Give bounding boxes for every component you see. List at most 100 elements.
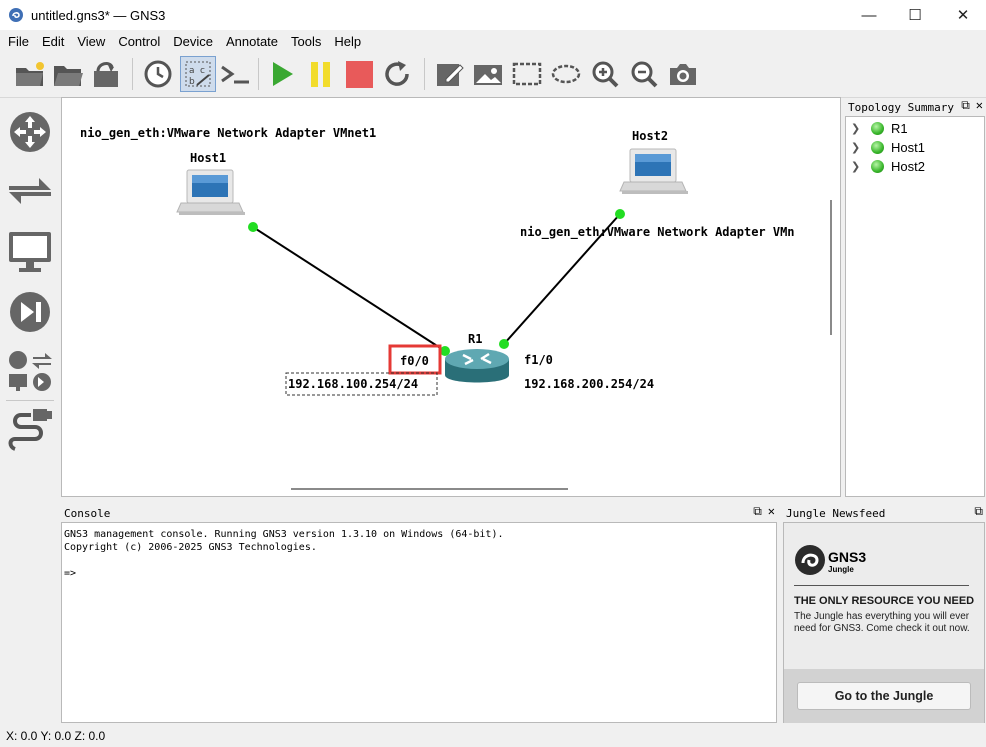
toolbar-separator (424, 58, 425, 90)
menu-annotate[interactable]: Annotate (225, 33, 279, 49)
svg-text:b: b (189, 77, 195, 87)
host2-icon[interactable] (619, 148, 688, 194)
toolbar-separator (258, 58, 259, 90)
newsfeed-heading: THE ONLY RESOURCE YOU NEED (794, 595, 975, 607)
float-dock-icon[interactable]: ⧉ (753, 504, 762, 518)
float-dock-icon[interactable]: ⧉ (961, 98, 970, 112)
security-devices-icon[interactable] (6, 286, 54, 338)
menu-bar: File Edit View Control Device Annotate T… (0, 30, 986, 52)
link-host1-r1[interactable] (252, 226, 446, 352)
clock-icon[interactable] (140, 56, 176, 92)
menu-file[interactable]: File (8, 33, 29, 49)
topology-summary-panel: ❯ R1 ❯Host1 ❯Host2 (845, 116, 985, 497)
menu-control[interactable]: Control (118, 33, 161, 49)
toolbar-separator (132, 58, 133, 90)
stop-all-icon[interactable] (341, 56, 377, 92)
zoom-out-icon[interactable] (626, 56, 662, 92)
console-title: Console (64, 506, 111, 520)
start-all-icon[interactable] (264, 56, 300, 92)
host1-nio-label[interactable]: nio_gen_eth:VMware Network Adapter VMnet… (80, 126, 377, 140)
console-titlebar: Console ⧉ ✕ (61, 504, 777, 522)
link-endpoint-dot (615, 209, 625, 219)
jungle-logo-text: GNS3 (828, 549, 867, 565)
link-endpoint-dot (440, 346, 450, 356)
status-running-icon (871, 141, 884, 154)
console-line (64, 555, 774, 568)
draw-rectangle-icon[interactable] (509, 56, 545, 92)
chevron-right-icon[interactable]: ❯ (851, 142, 861, 154)
maximize-button[interactable]: ☐ (908, 7, 922, 24)
router-r1-icon[interactable] (445, 349, 509, 383)
go-to-jungle-button[interactable]: Go to the Jungle (797, 682, 971, 710)
minimize-button[interactable]: — (861, 6, 877, 24)
menu-device[interactable]: Device (173, 33, 213, 49)
r1-ip-right-label[interactable]: 192.168.200.254/24 (524, 377, 655, 391)
host1-icon[interactable] (176, 169, 245, 215)
host1-label[interactable]: Host1 (190, 151, 227, 165)
topology-canvas[interactable]: nio_gen_eth:VMware Network Adapter VMnet… (61, 97, 841, 497)
open-project-icon[interactable] (50, 56, 86, 92)
chevron-right-icon[interactable]: ❯ (851, 123, 861, 135)
canvas-vertical-scrollbar[interactable] (830, 200, 832, 335)
device-bar-separator (6, 400, 54, 401)
console-line: Copyright (c) 2006-2025 GNS3 Technologie… (64, 542, 317, 553)
window-title: untitled.gns3* — GNS3 (31, 7, 166, 23)
r1-ip-left-label[interactable]: 192.168.100.254/24 (288, 377, 419, 391)
jungle-newsfeed-panel: GNS3 Jungle THE ONLY RESOURCE YOU NEED T… (783, 522, 985, 723)
host2-label[interactable]: Host2 (632, 129, 669, 143)
r1-interface-f0-0-label[interactable]: f0/0 (400, 354, 429, 368)
draw-ellipse-icon[interactable] (548, 56, 584, 92)
interface-highlight-box (388, 344, 442, 375)
router-r1-label[interactable]: R1 (468, 332, 483, 346)
reload-all-icon[interactable] (380, 56, 416, 92)
console-output[interactable]: GNS3 management console. Running GNS3 ve… (61, 522, 777, 723)
newsfeed-body: The Jungle has everything you will ever … (794, 611, 970, 634)
menu-tools[interactable]: Tools (291, 33, 322, 49)
insert-picture-icon[interactable] (470, 56, 506, 92)
zoom-in-icon[interactable] (587, 56, 623, 92)
r1-interface-f1-0-label[interactable]: f1/0 (524, 353, 553, 367)
all-devices-icon[interactable] (6, 346, 54, 398)
console-line: GNS3 management console. Running GNS3 ve… (64, 529, 504, 540)
gns3-app-icon (9, 8, 23, 22)
switches-icon[interactable] (6, 166, 54, 218)
end-devices-icon[interactable] (6, 226, 54, 278)
newsfeed-title: Jungle Newsfeed (786, 506, 886, 520)
status-running-icon (871, 160, 884, 173)
host2-nio-label[interactable]: nio_gen_eth:VMware Network Adapter VMn (520, 225, 795, 239)
screenshot-icon[interactable] (665, 56, 701, 92)
new-project-icon[interactable] (12, 56, 48, 92)
add-link-icon[interactable] (6, 406, 54, 458)
console-all-icon[interactable] (218, 56, 254, 92)
topology-item-label: R1 (891, 121, 908, 136)
topology-summary-title: Topology Summary (848, 100, 954, 114)
svg-text:c: c (200, 66, 205, 76)
suspend-all-icon[interactable] (302, 56, 338, 92)
topology-item-host1[interactable]: ❯Host1 (846, 138, 925, 157)
routers-icon[interactable] (6, 106, 54, 158)
menu-view[interactable]: View (77, 33, 106, 49)
topology-summary-titlebar: Topology Summary ⧉ ✕ (845, 98, 985, 116)
link-host2-r1[interactable] (503, 213, 621, 345)
topology-item-r1[interactable]: ❯ R1 (846, 119, 908, 138)
save-snapshot-icon[interactable] (88, 56, 124, 92)
topology-links (176, 148, 688, 396)
topology-item-host2[interactable]: ❯Host2 (846, 157, 925, 176)
menu-help[interactable]: Help (334, 33, 362, 49)
canvas-horizontal-scrollbar[interactable] (291, 488, 568, 490)
close-dock-icon[interactable]: ✕ (767, 504, 775, 518)
status-running-icon (871, 122, 884, 135)
chevron-right-icon[interactable]: ❯ (851, 161, 861, 173)
device-bar (0, 98, 60, 728)
jungle-logo-subtext: Jungle (828, 565, 854, 574)
link-endpoint-dot (248, 222, 258, 232)
console-prompt[interactable]: => (64, 568, 77, 579)
close-window-button[interactable]: ✕ (956, 7, 970, 24)
float-dock-icon[interactable]: ⧉ (974, 504, 983, 518)
menu-edit[interactable]: Edit (41, 33, 65, 49)
add-note-icon[interactable] (431, 56, 467, 92)
ip-label-selection-box (285, 372, 438, 396)
close-dock-icon[interactable]: ✕ (975, 98, 983, 112)
